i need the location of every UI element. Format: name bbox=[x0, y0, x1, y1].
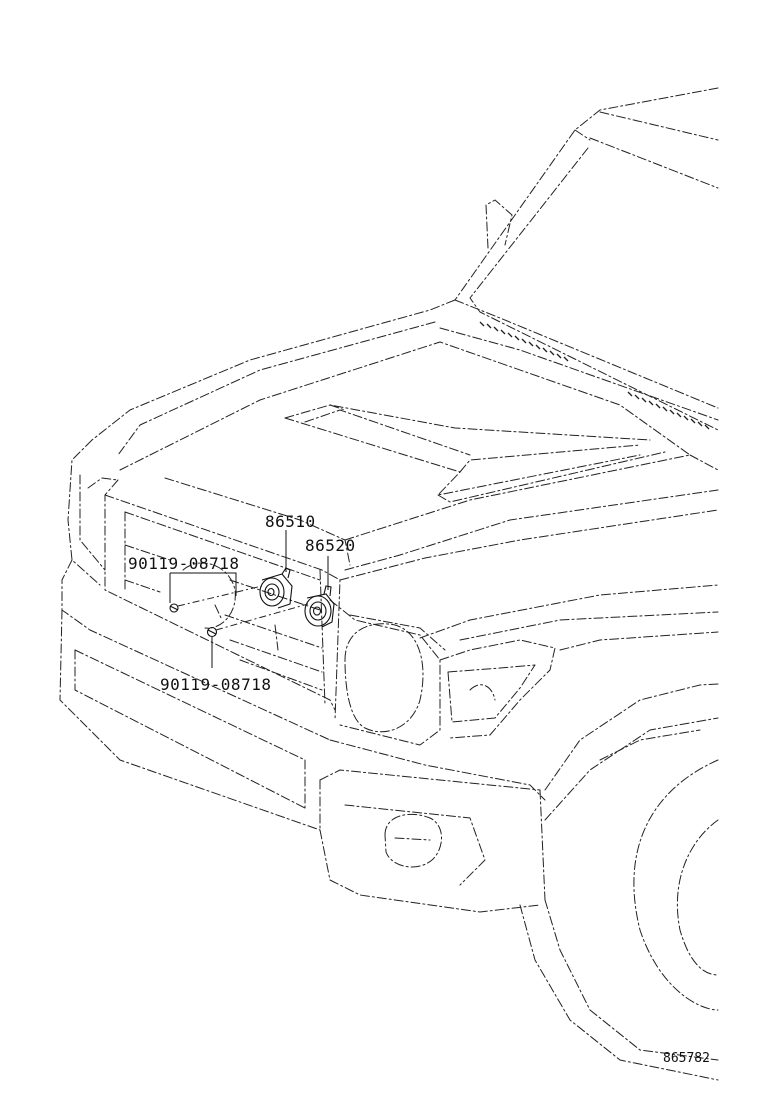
leader-lines bbox=[169, 530, 329, 668]
vehicle-outline bbox=[59, 87, 719, 1081]
horn-86510 bbox=[259, 567, 293, 609]
label-bolt-lower: 90119-08718 bbox=[160, 675, 271, 694]
bolt-upper bbox=[169, 603, 179, 613]
horn-86520 bbox=[304, 585, 335, 628]
label-bolt-upper: 90119-08718 bbox=[128, 554, 239, 573]
illustration-code: 865782 bbox=[663, 1051, 710, 1066]
label-86510: 86510 bbox=[265, 512, 316, 531]
label-86520: 86520 bbox=[305, 536, 356, 555]
bolt-lower bbox=[206, 626, 218, 638]
